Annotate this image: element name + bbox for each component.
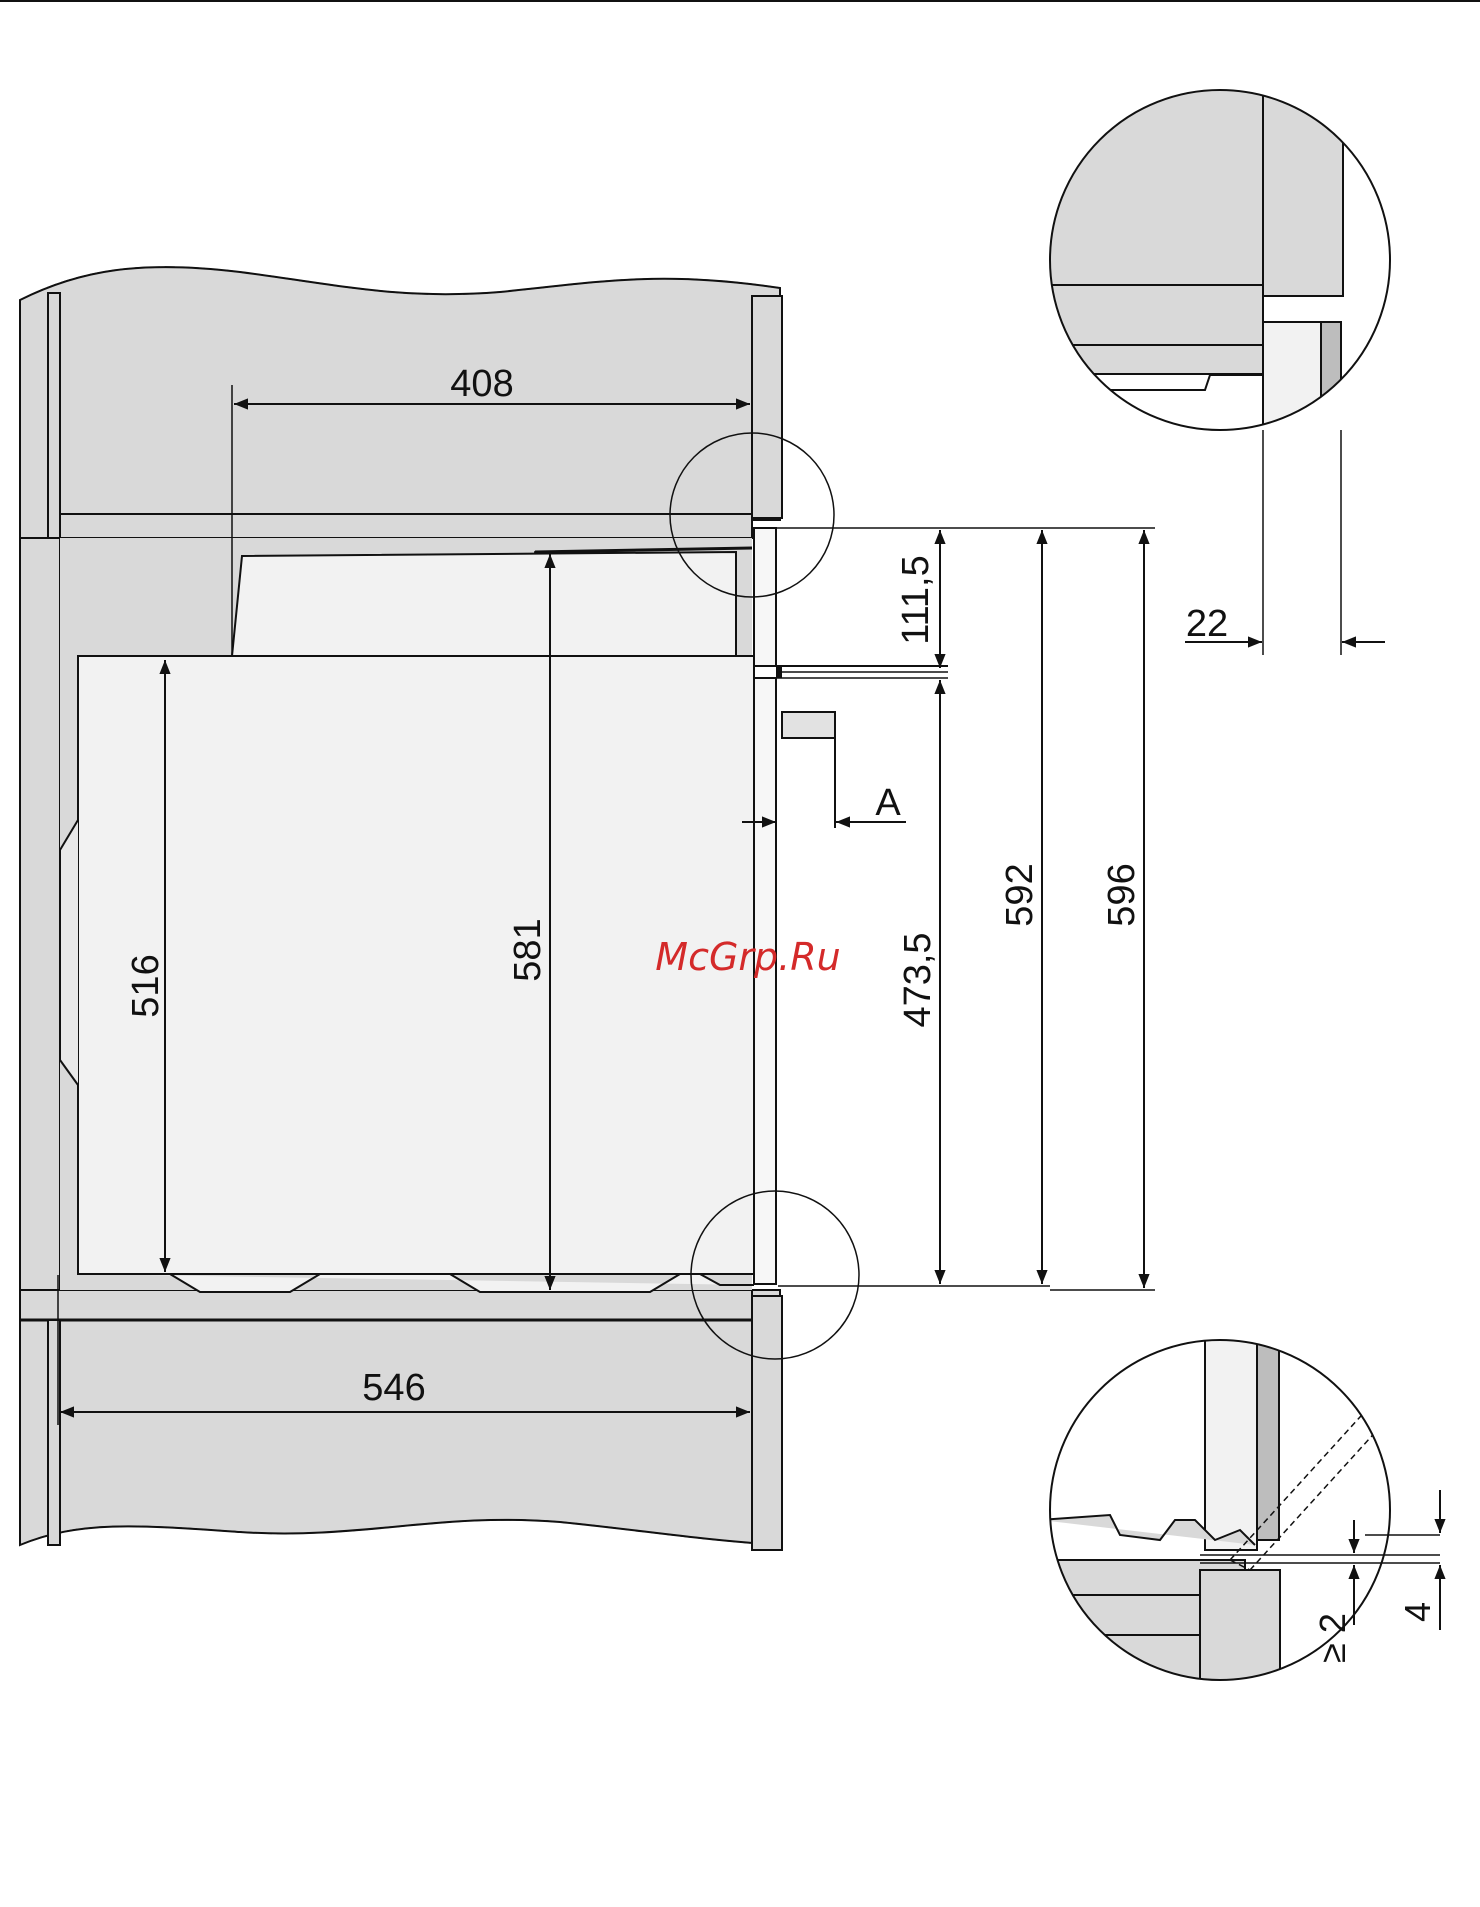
dim-596-label: 596 [1101, 863, 1143, 926]
lower-cabinet [20, 1290, 780, 1545]
detail-bottom: ≥ 2 4 [1040, 1300, 1440, 1715]
dim-22-label: 22 [1186, 603, 1228, 645]
left-outer-wall [20, 538, 60, 1290]
watermark: McGrp.Ru [655, 935, 840, 979]
dim-596: 596 [1101, 530, 1144, 1288]
upper-left-wall [48, 293, 60, 538]
oven-box [78, 656, 754, 1274]
detail-top: 22 [1040, 80, 1400, 655]
dim-111-5: 111,5 [895, 530, 940, 668]
dim-592: 592 [999, 530, 1042, 1284]
dim-546-label: 546 [362, 1367, 425, 1409]
dim-111-5-label: 111,5 [895, 555, 937, 644]
dim-4-label: 4 [1397, 1602, 1438, 1622]
dim-592-label: 592 [999, 863, 1041, 926]
dim-581-label: 581 [507, 918, 549, 981]
dim-516-label: 516 [125, 954, 167, 1017]
upper-shelf [60, 514, 752, 538]
dim-ge2-label: ≥ 2 [1312, 1613, 1353, 1663]
dim-473-5: 473,5 [897, 680, 940, 1284]
dim-408-label: 408 [450, 363, 513, 405]
oven-top-housing [232, 552, 736, 660]
dim-473-5-label: 473,5 [897, 932, 939, 1027]
dim-a-label: A [875, 782, 901, 824]
oven-rear-chamfer [60, 820, 78, 1085]
right-upright-lower [752, 1296, 782, 1550]
door-handle [782, 712, 835, 738]
right-upright-upper [752, 296, 782, 518]
lower-shelf [20, 1290, 752, 1320]
